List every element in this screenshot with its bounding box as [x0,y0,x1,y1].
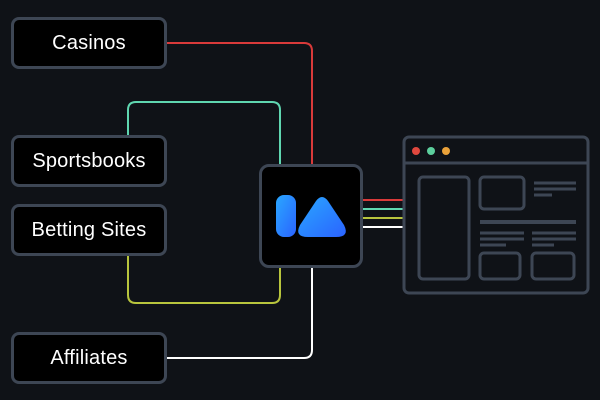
betting-sites-box: Betting Sites [11,204,167,256]
betting-sites-wire [127,256,281,304]
hub-box [259,164,363,268]
affiliates-label: Affiliates [50,346,128,369]
maximize-dot [442,147,450,155]
browser-window-icon [402,135,592,297]
affiliates-wire [166,266,313,359]
casinos-label: Casinos [52,31,126,54]
casinos-wire [166,42,313,166]
affiliates-box: Affiliates [11,332,167,384]
brand-logo-icon [276,195,346,237]
sportsbooks-label: Sportsbooks [32,149,146,172]
close-dot [412,147,420,155]
casinos-box: Casinos [11,17,167,69]
sportsbooks-wire [127,101,281,166]
betting-sites-label: Betting Sites [31,218,147,241]
sportsbooks-box: Sportsbooks [11,135,167,187]
minimize-dot [427,147,435,155]
